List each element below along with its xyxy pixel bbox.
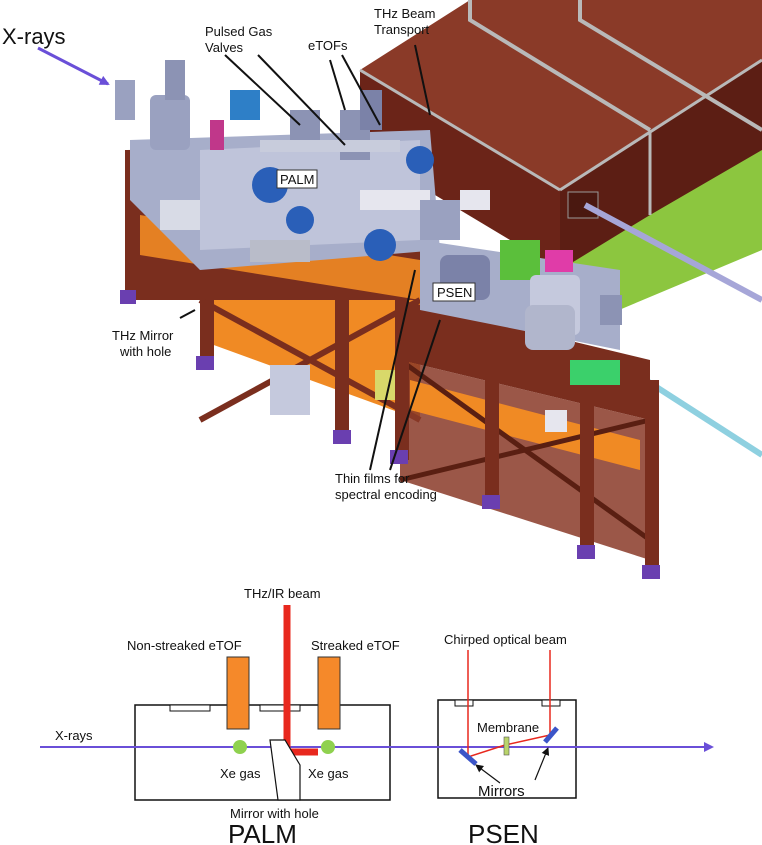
instrument-rendering xyxy=(115,0,762,579)
label-xe-gas-left: Xe gas xyxy=(220,766,261,781)
label-xrays-bottom: X-rays xyxy=(55,728,93,743)
palm-chamber xyxy=(134,704,391,801)
psen-port-right xyxy=(541,699,561,707)
vacuum-hardware xyxy=(115,60,622,432)
streaked-etof-detector xyxy=(317,656,341,730)
psen-mirror-left xyxy=(458,748,478,766)
beam-pipe-upper xyxy=(583,202,762,303)
palm-port-left xyxy=(169,704,211,712)
non-streaked-etof-detector xyxy=(226,656,250,730)
label-xrays-top: X-rays xyxy=(2,24,66,49)
schematic xyxy=(40,605,714,801)
xray-arrow-top xyxy=(37,46,110,86)
label-thz-mirror-with-hole: THz Mirror with hole xyxy=(112,328,177,359)
label-membrane: Membrane xyxy=(477,720,539,735)
label-non-streaked-etof: Non-streaked eTOF xyxy=(127,638,242,653)
mirrors-arrow-right xyxy=(534,747,550,781)
label-chirped-optical-beam: Chirped optical beam xyxy=(444,632,567,647)
label-psen-top: PSEN xyxy=(437,285,472,300)
label-palm-bottom: PALM xyxy=(228,819,297,845)
label-pulsed-gas-valves: Pulsed Gas Valves xyxy=(205,24,276,55)
label-mirror-with-hole: Mirror with hole xyxy=(230,806,319,821)
label-palm-box xyxy=(276,169,318,189)
membrane xyxy=(503,736,510,756)
label-psen-bottom: PSEN xyxy=(468,819,539,845)
xe-gas-right-jet xyxy=(321,740,335,754)
label-etofs: eTOFs xyxy=(308,38,348,53)
palm-port-mid xyxy=(259,704,301,712)
label-mirrors: Mirrors xyxy=(478,783,525,800)
psen-port-left xyxy=(454,699,474,707)
label-thz-beam-transport: THz Beam Transport xyxy=(374,6,439,37)
label-psen-box xyxy=(432,282,476,302)
xe-gas-left-jet xyxy=(233,740,247,754)
label-thin-films: Thin films for spectral encoding xyxy=(335,471,437,502)
mirrors-arrow-left xyxy=(475,764,501,784)
label-streaked-etof: Streaked eTOF xyxy=(311,638,400,653)
psen-mirror-right xyxy=(543,726,559,744)
psen-table xyxy=(390,300,660,579)
top-leader-lines xyxy=(179,44,441,471)
label-palm-top: PALM xyxy=(280,172,314,187)
mirror-with-hole xyxy=(269,739,301,801)
label-xe-gas-right: Xe gas xyxy=(308,766,349,781)
label-thz-ir-beam: THz/IR beam xyxy=(244,586,321,601)
